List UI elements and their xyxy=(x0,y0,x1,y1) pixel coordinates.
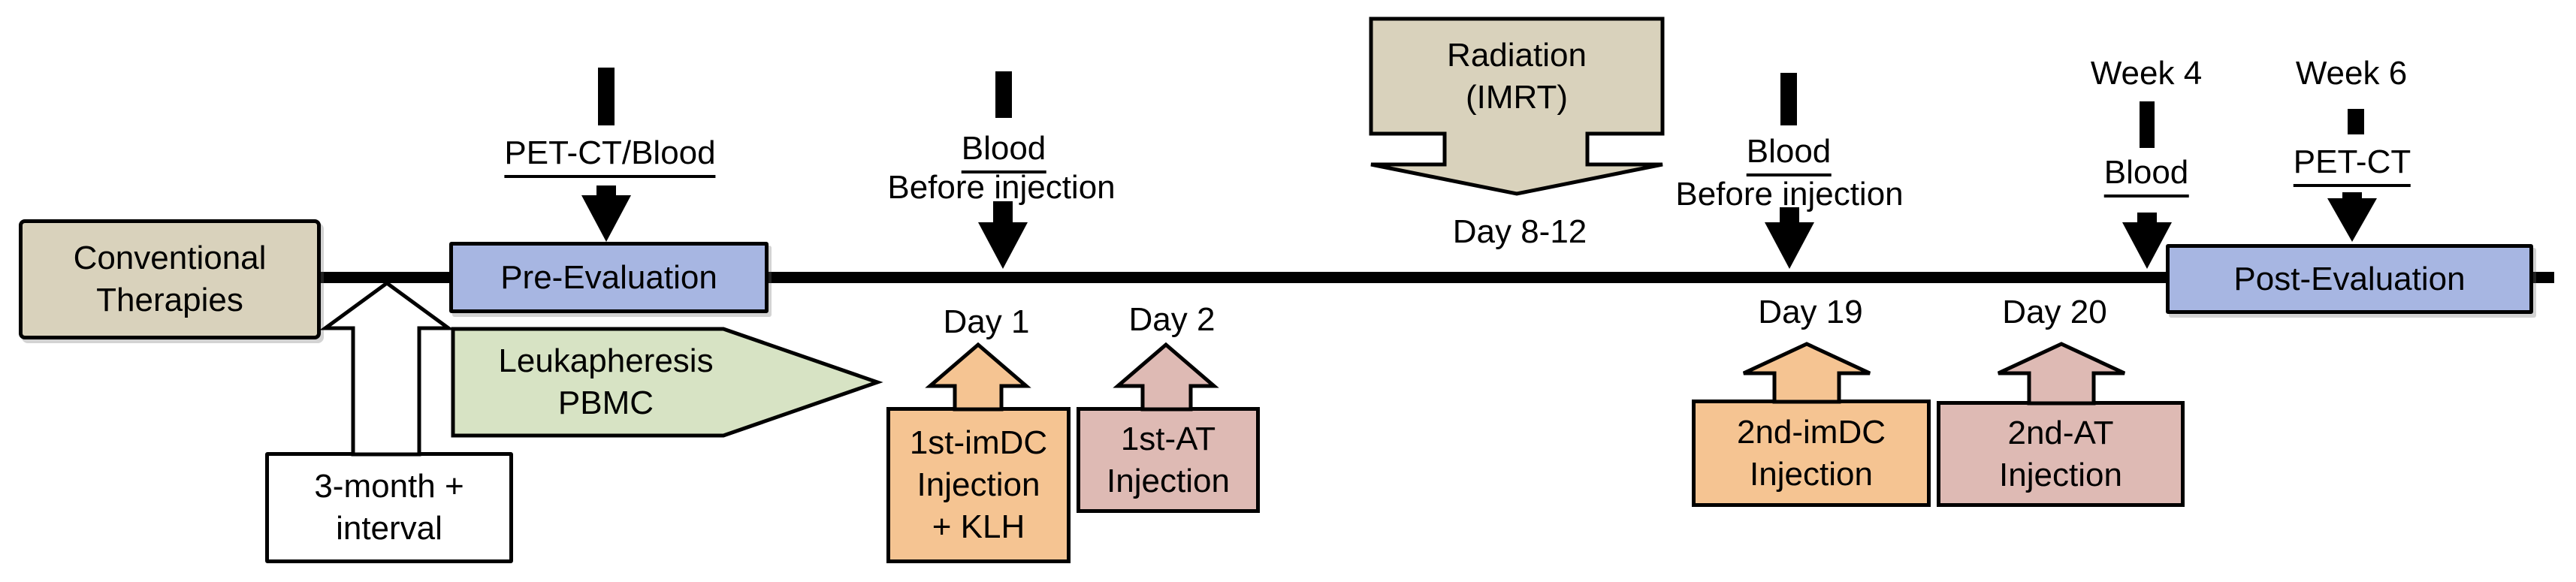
post-evaluation-label: Post-Evaluation xyxy=(2233,260,2466,297)
first-imdc-injection-label: 1st-imDC Injection + KLH xyxy=(909,424,1048,545)
leukapheresis-pentagon-arrow xyxy=(451,327,883,438)
three-month-interval-box: 3-month + interval xyxy=(265,452,513,563)
leukapheresis-label: Leukapheresis PBMC xyxy=(498,342,714,421)
post-evaluation-box: Post-Evaluation xyxy=(2166,244,2533,314)
radiation-block-arrow xyxy=(1369,17,1665,196)
pet-ct-blood-down-arrow xyxy=(581,185,631,242)
second-imdc-up-arrow xyxy=(1742,342,1871,404)
second-at-up-arrow xyxy=(1997,342,2126,406)
first-at-up-arrow xyxy=(1113,342,1219,412)
blood-day1-label: Blood xyxy=(961,128,1046,173)
pet-ct-blood-tick-bar xyxy=(598,68,615,125)
pre-evaluation-box: Pre-Evaluation xyxy=(449,242,769,313)
week-6-label: Week 6 xyxy=(2295,55,2408,92)
blood-day19-label: Blood xyxy=(1746,131,1832,176)
blood-day19-tick-bar xyxy=(1780,73,1797,125)
pet-ct-week6-label: PET-CT xyxy=(2293,141,2411,187)
blood-week4-label: Blood xyxy=(2103,152,2189,198)
three-month-interval-label: 3-month + interval xyxy=(314,468,464,547)
day-2-label: Day 2 xyxy=(1128,301,1216,338)
interval-up-arrow xyxy=(319,280,454,457)
first-at-injection-label: 1st-AT Injection xyxy=(1107,420,1230,499)
second-imdc-injection-label: 2nd-imDC Injection xyxy=(1736,413,1886,493)
conventional-therapies-box: Conventional Therapies xyxy=(19,219,321,339)
week-4-label: Week 4 xyxy=(2090,55,2203,92)
blood-day1-tick-bar xyxy=(995,71,1012,118)
pre-evaluation-label: Pre-Evaluation xyxy=(500,258,717,296)
day-19-label: Day 19 xyxy=(1758,294,1863,330)
conventional-therapies-label: Conventional Therapies xyxy=(73,240,267,318)
second-imdc-injection-box: 2nd-imDC Injection xyxy=(1692,400,1931,507)
blood-day19-down-arrow xyxy=(1765,207,1814,269)
blood-day1-down-arrow xyxy=(978,201,1028,269)
day-1-label: Day 1 xyxy=(943,303,1030,340)
week4-down-arrow xyxy=(2122,213,2172,269)
week6-down-arrow xyxy=(2327,192,2377,242)
first-imdc-up-arrow xyxy=(925,342,1031,412)
radiation-label: Radiation (IMRT) xyxy=(1447,36,1587,116)
before-injection-day1-label: Before injection xyxy=(887,169,1116,206)
day-20-label: Day 20 xyxy=(2002,294,2107,330)
day-8-12-label: Day 8-12 xyxy=(1452,213,1587,250)
pet-ct-blood-label: PET-CT/Blood xyxy=(504,132,716,178)
before-injection-day19-label: Before injection xyxy=(1675,176,1904,213)
week4-tick-bar xyxy=(2140,101,2155,148)
week6-tick-bar xyxy=(2348,109,2364,134)
first-imdc-injection-box: 1st-imDC Injection + KLH xyxy=(886,407,1071,563)
second-at-injection-box: 2nd-AT Injection xyxy=(1937,401,2185,507)
second-at-injection-label: 2nd-AT Injection xyxy=(1999,414,2122,493)
